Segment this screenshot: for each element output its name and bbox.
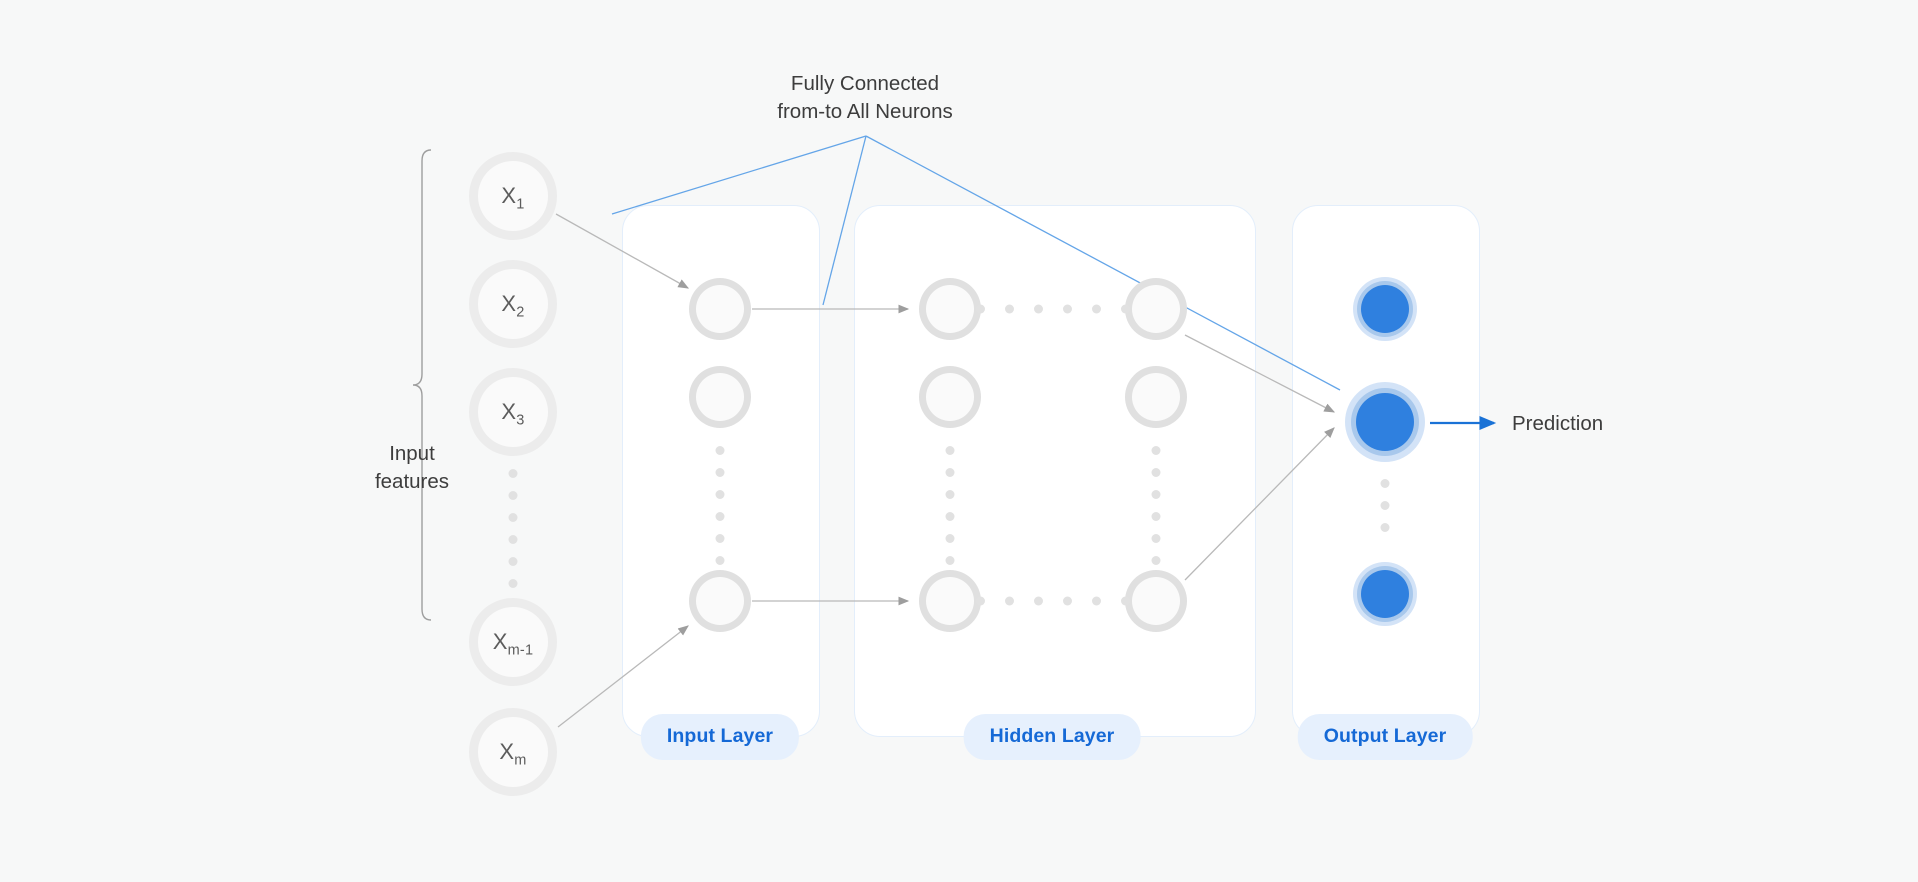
input-feature-node[interactable]: X1 [469, 152, 557, 240]
output-layer-neuron-highlighted[interactable] [1345, 382, 1425, 462]
ellipsis-dot [715, 445, 725, 455]
hidden-layer-ellipsis-horizontal-top [966, 304, 1140, 314]
ellipsis-dot [976, 304, 985, 314]
output-neuron-ring [1357, 281, 1413, 337]
ellipsis-dot [1151, 511, 1161, 521]
ellipsis-dot [1005, 304, 1014, 314]
layer-panel-hidden [854, 205, 1256, 737]
ellipsis-dot [1092, 304, 1101, 314]
ellipsis-dot [976, 596, 985, 606]
ellipsis-dot [1063, 304, 1072, 314]
output-neuron-ring [1351, 388, 1419, 456]
ellipsis-dot [1151, 489, 1161, 499]
layer-badge-hidden[interactable]: Hidden Layer [963, 714, 1141, 760]
input-feature-node[interactable]: X2 [469, 260, 557, 348]
hidden-layer-ellipsis-right [1151, 439, 1161, 571]
ellipsis-dot [508, 578, 518, 588]
output-neuron-core [1361, 285, 1409, 333]
output-layer-neuron[interactable] [1353, 277, 1417, 341]
ellipsis-dot [1121, 304, 1130, 314]
ellipsis-dot [945, 511, 955, 521]
hidden-layer-neuron[interactable] [1125, 366, 1187, 428]
ellipsis-dot [508, 534, 518, 544]
input-layer-ellipsis [715, 439, 725, 571]
input-feature-label: X2 [501, 291, 525, 321]
input-features-brace [412, 149, 432, 621]
input-feature-subscript: m-1 [507, 642, 534, 659]
ellipsis-dot [715, 511, 725, 521]
prediction-caption: Prediction [1512, 412, 1604, 435]
ellipsis-dot [1151, 467, 1161, 477]
ellipsis-dot [945, 467, 955, 477]
input-feature-subscript: m [514, 752, 527, 769]
layer-badge-input[interactable]: Input Layer [640, 714, 800, 760]
hidden-layer-neuron[interactable] [919, 366, 981, 428]
ellipsis-dot [1092, 596, 1101, 606]
ellipsis-dot [1151, 533, 1161, 543]
input-layer-neuron[interactable] [689, 570, 751, 632]
ellipsis-dot [1005, 596, 1014, 606]
ellipsis-dot [1151, 555, 1161, 565]
ellipsis-dot [1380, 478, 1390, 488]
input-features-ellipsis [508, 462, 518, 594]
input-layer-neuron[interactable] [689, 278, 751, 340]
ellipsis-dot [508, 512, 518, 522]
fully-connected-caption: Fully Connected from-to All Neurons [777, 72, 953, 123]
ellipsis-dot [715, 555, 725, 565]
layer-badge-output[interactable]: Output Layer [1297, 714, 1473, 760]
ellipsis-dot [1380, 500, 1390, 510]
input-feature-subscript: 3 [516, 412, 525, 429]
output-neuron-core [1361, 570, 1409, 618]
output-neuron-ring [1357, 566, 1413, 622]
input-feature-node[interactable]: Xm-1 [469, 598, 557, 686]
input-layer-neuron[interactable] [689, 366, 751, 428]
ellipsis-dot [715, 489, 725, 499]
ellipsis-dot [508, 556, 518, 566]
input-features-caption: Input features [374, 442, 450, 493]
input-feature-subscript: 2 [516, 304, 525, 321]
ellipsis-dot [1151, 445, 1161, 455]
ellipsis-dot [715, 533, 725, 543]
output-layer-neuron[interactable] [1353, 562, 1417, 626]
ellipsis-dot [508, 490, 518, 500]
ellipsis-dot [945, 489, 955, 499]
ellipsis-dot [1380, 522, 1390, 532]
input-feature-subscript: 1 [516, 196, 525, 213]
input-feature-node[interactable]: Xm [469, 708, 557, 796]
hidden-layer-neuron[interactable] [919, 570, 981, 632]
ellipsis-dot [1034, 596, 1043, 606]
ellipsis-dot [945, 555, 955, 565]
input-feature-label: Xm-1 [492, 629, 534, 659]
ellipsis-dot [945, 533, 955, 543]
ellipsis-dot [945, 445, 955, 455]
input-feature-node[interactable]: X3 [469, 368, 557, 456]
ellipsis-dot [1034, 304, 1043, 314]
ellipsis-dot [1121, 596, 1130, 606]
ellipsis-dot [715, 467, 725, 477]
ellipsis-dot [1063, 596, 1072, 606]
output-neuron-core [1356, 393, 1414, 451]
hidden-layer-neuron[interactable] [1125, 570, 1187, 632]
ellipsis-dot [508, 468, 518, 478]
input-feature-label: Xm [499, 739, 527, 769]
output-layer-ellipsis [1380, 472, 1390, 538]
hidden-layer-ellipsis-horizontal-bottom [966, 596, 1140, 606]
input-feature-label: X1 [501, 183, 525, 213]
hidden-layer-ellipsis-left [945, 439, 955, 571]
leader-line-input [611, 135, 867, 215]
input-feature-label: X3 [501, 399, 525, 429]
